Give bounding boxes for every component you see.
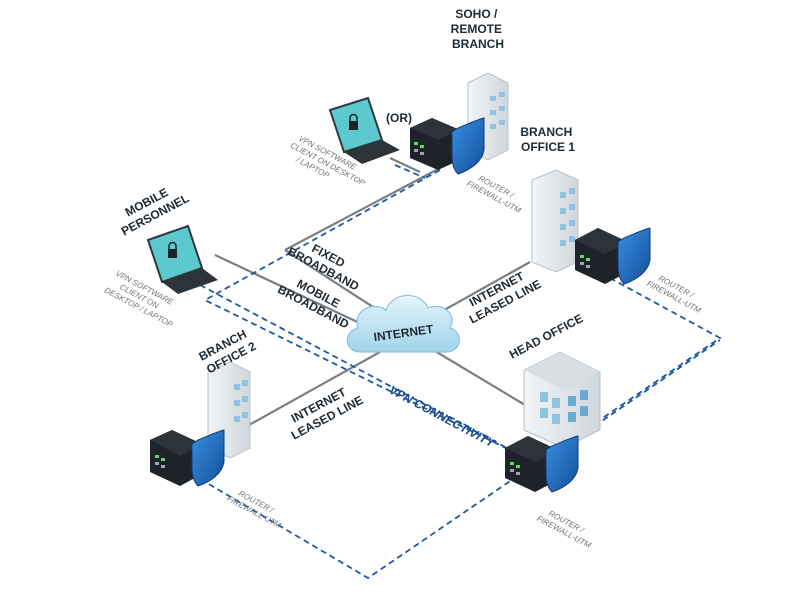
router-soho-label: ROUTER / FIREWALL-UTM (465, 170, 527, 215)
laptop-top (328, 96, 400, 164)
head-office-building (523, 351, 601, 449)
shield-icon (545, 435, 579, 493)
vpn-path-branch1 (184, 277, 722, 580)
router-soho (410, 117, 485, 175)
router-head-label: ROUTER / FIREWALL-UTM (535, 505, 597, 550)
branch1-label: BRANCH OFFICE 1 (520, 125, 575, 154)
laptop-mobile (146, 224, 218, 294)
cloud-icon (346, 294, 460, 353)
router-branch1 (575, 227, 651, 285)
solid-links (214, 157, 531, 431)
link-laptop-soho (389, 157, 421, 173)
shield-icon (191, 429, 225, 487)
link-branch1-internet (429, 261, 531, 319)
leased-line-left-label: INTERNET LEASED LINE (282, 380, 366, 443)
or-label: (OR) (386, 111, 412, 125)
internet-cloud: INTERNET (346, 294, 460, 353)
link-branch2-internet (239, 351, 381, 431)
lock-icon (168, 249, 177, 258)
lock-icon (349, 121, 358, 130)
shield-icon (451, 117, 485, 175)
link-soho-internet (284, 167, 441, 251)
router-head (505, 435, 579, 493)
branch1-building (531, 169, 579, 273)
link-head-internet (424, 344, 531, 409)
head-office-label: HEAD OFFICE (507, 311, 585, 362)
vpn-path-laptop (394, 164, 426, 179)
router-branch2-label: ROUTER / FIREWALL-UTM (225, 485, 287, 530)
soho-label: SOHO / REMOTE BRANCH (451, 7, 506, 51)
vpn-path-mobile (199, 284, 521, 456)
router-branch2 (150, 429, 225, 487)
leased-line-right-label: INTERNET LEASED LINE (460, 264, 544, 327)
shield-icon (617, 227, 651, 285)
vpn-connectivity-label: VPN CONNECTIVITY (387, 383, 498, 451)
router-branch1-label: ROUTER / FIREWALL-UTM (645, 270, 707, 315)
vpn-path-soho (203, 169, 521, 456)
